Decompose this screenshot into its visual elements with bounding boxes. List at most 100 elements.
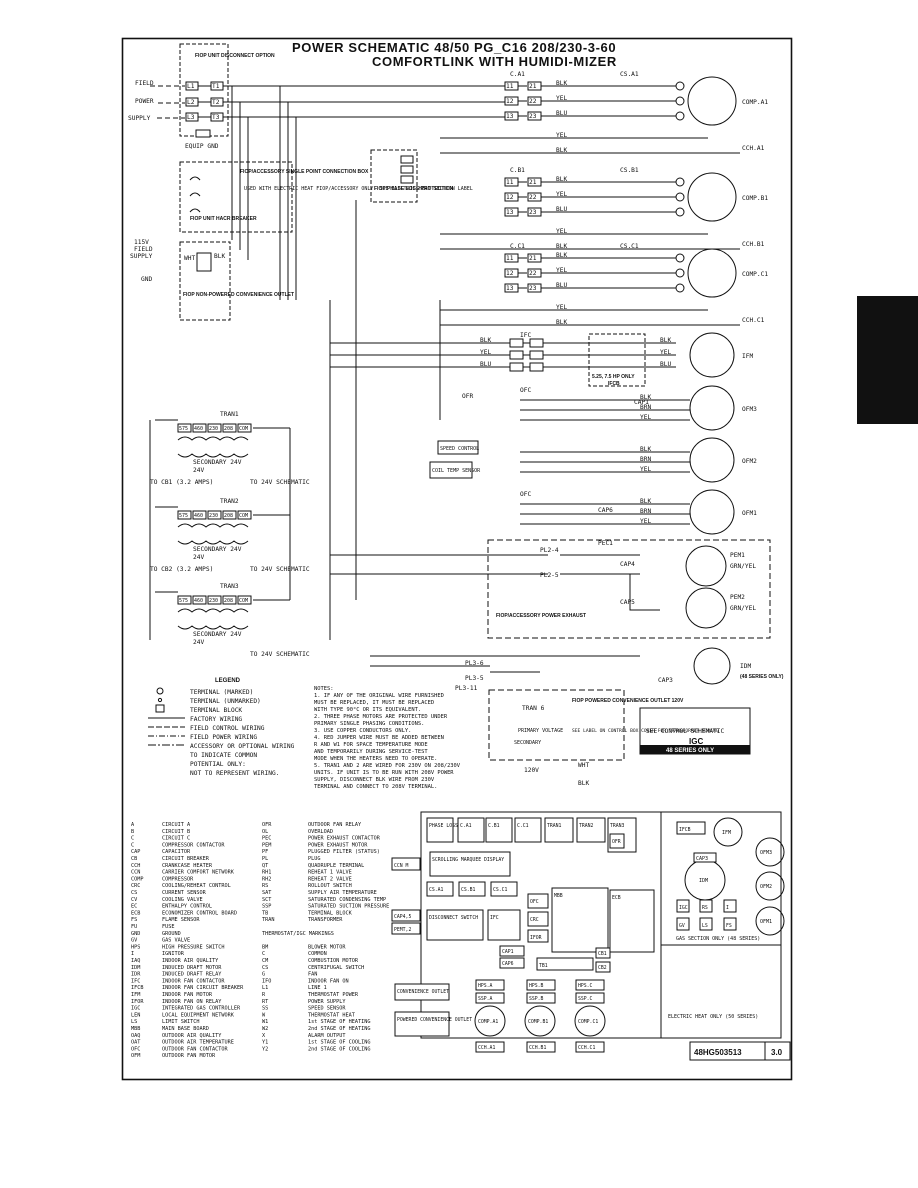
abbr-code: THERMOSTAT/IGC MARKINGS xyxy=(262,931,334,937)
note-line: MODE WHEN THE HEATERS NEED TO OPERATE. xyxy=(314,756,437,762)
terminal-text: 22 xyxy=(529,270,537,277)
layout-box-label: CCH.B1 xyxy=(529,1045,546,1051)
abbr-code: LEN xyxy=(131,1012,140,1018)
abbr-desc: CRANKCASE HEATER xyxy=(162,863,213,869)
wire-color: BLK xyxy=(556,176,567,183)
abbr-desc: POWER EXHAUST MOTOR xyxy=(308,842,368,848)
tap-text: COM xyxy=(239,426,248,432)
layout-panel-right xyxy=(660,811,782,1039)
terminal-text: 22 xyxy=(529,194,537,201)
terminal-text: 11 xyxy=(506,255,514,262)
abbr-desc: CIRCUIT C xyxy=(162,836,190,842)
l1-text: L1 xyxy=(187,83,195,90)
abbr-code: SS xyxy=(262,1006,268,1012)
abbr-code: OFR xyxy=(262,822,272,828)
abbr-code: LS xyxy=(131,1019,137,1025)
layout-box xyxy=(609,889,655,953)
section-tab xyxy=(857,296,918,424)
note-line: PRIMARY SINGLE PHASING CONDITIONS. xyxy=(314,721,424,727)
blk-label: BLK xyxy=(214,253,225,260)
layout-box xyxy=(394,983,450,1001)
layout-ofm xyxy=(755,871,785,901)
pl2-4-text: PL2-4 xyxy=(540,547,559,554)
layout-box xyxy=(676,821,706,835)
terminal-text: 13 xyxy=(506,209,514,216)
layout-compressor-label: COMP.C1 xyxy=(578,1019,598,1025)
abbr-desc: IGNITOR xyxy=(162,951,185,957)
legend-item: FIELD CONTROL WIRING xyxy=(190,725,265,732)
abbr-desc: GAS VALVE xyxy=(162,938,190,944)
terminal xyxy=(509,338,524,348)
cap5-text: CAP5 xyxy=(620,599,635,606)
layout-box xyxy=(475,992,505,1004)
motor-terminal xyxy=(675,283,685,293)
abbr-desc: SUPPLY AIR TEMPERATURE xyxy=(308,890,377,896)
heater-label: CCH.C1 xyxy=(742,317,765,324)
ifcb-box xyxy=(588,333,646,387)
layout-box-label: RS xyxy=(702,905,708,911)
abbr-desc: OVERLOAD xyxy=(308,829,333,835)
abbr-code: EC xyxy=(131,904,137,910)
cap6-text: CAP6 xyxy=(598,507,613,514)
layout-compressor-label: COMP.A1 xyxy=(478,1019,498,1025)
supply-section: FIELD POWER SUPPLY EQUIP GND FIOP UNIT D… xyxy=(128,43,505,321)
layout-box-label: OFC xyxy=(530,899,539,905)
terminal-text: 12 xyxy=(506,270,514,277)
abbr-desc: INDUCED DRAFT MOTOR xyxy=(162,965,222,971)
abbr-code: Y2 xyxy=(262,1046,268,1052)
terminal-text: 21 xyxy=(529,179,537,186)
layout-box xyxy=(475,1041,505,1053)
wire-color: YEL xyxy=(556,132,567,139)
motor-terminal xyxy=(675,268,685,278)
layout-box xyxy=(429,851,511,877)
note-line: SUPPLY, DISCONNECT BLK WIRE FROM 230V xyxy=(314,777,435,783)
grnyel-label: GRN/YEL xyxy=(730,605,756,612)
abbr-code: OFC xyxy=(131,1046,140,1052)
l3-text: L3 xyxy=(187,114,195,121)
layout-box xyxy=(527,893,549,909)
layout-box xyxy=(499,945,525,957)
layout-compressor-label: COMP.B1 xyxy=(528,1019,548,1025)
layout-box xyxy=(485,817,513,843)
layout-box xyxy=(723,917,737,931)
layout-box xyxy=(426,881,454,897)
legend-item: TERMINAL (MARKED) xyxy=(190,689,253,696)
abbr-code: OAQ xyxy=(131,1033,140,1039)
pem-motor xyxy=(685,587,727,629)
tap-terminal xyxy=(207,595,222,605)
cs-label: CS.C1 xyxy=(620,243,639,250)
abbr-code: W xyxy=(262,1012,266,1018)
layout-cap3-label: CAP3 xyxy=(696,856,708,862)
cap3-text: CAP3 xyxy=(658,677,673,684)
cap1-text: CAP1 xyxy=(634,399,649,406)
speed-control-text: SPEED CONTROL xyxy=(440,446,479,452)
layout-box xyxy=(499,957,525,969)
wht-label: WHT xyxy=(184,255,195,262)
field-label: FIELD xyxy=(135,80,154,87)
layout-box xyxy=(575,1041,605,1053)
layout-box-label: LS xyxy=(702,923,708,929)
layout-box-label: CB1 xyxy=(598,951,607,957)
layout-box xyxy=(514,817,542,843)
wire-color: YEL xyxy=(556,191,567,198)
abbr-desc: INDOOR FAN CONTACTOR xyxy=(162,978,225,984)
tran6-primary: PRIMARY VOLTAGE xyxy=(518,728,563,734)
abbr-code: OL xyxy=(262,829,268,835)
abbr-code: X xyxy=(262,1033,266,1039)
abbr-desc: ECONOMIZER CONTROL BOARD xyxy=(162,910,237,916)
abbr-code: TB xyxy=(262,910,268,916)
title-line2: COMFORTLINK WITH HUMIDI-MIZER xyxy=(372,54,617,69)
abbr-code: SAT xyxy=(262,890,271,896)
motor-terminal xyxy=(675,81,685,91)
layout-box xyxy=(575,979,605,991)
abbr-desc: INDOOR FAN ON RELAY xyxy=(162,999,222,1005)
idm-motor xyxy=(693,647,731,685)
layout-box xyxy=(526,979,556,991)
heater-label: CCH.B1 xyxy=(742,241,765,248)
note-line: TERMINAL AND CONNECT TO 208V TERMINAL. xyxy=(314,784,437,790)
abbr-code: CS xyxy=(131,890,137,896)
